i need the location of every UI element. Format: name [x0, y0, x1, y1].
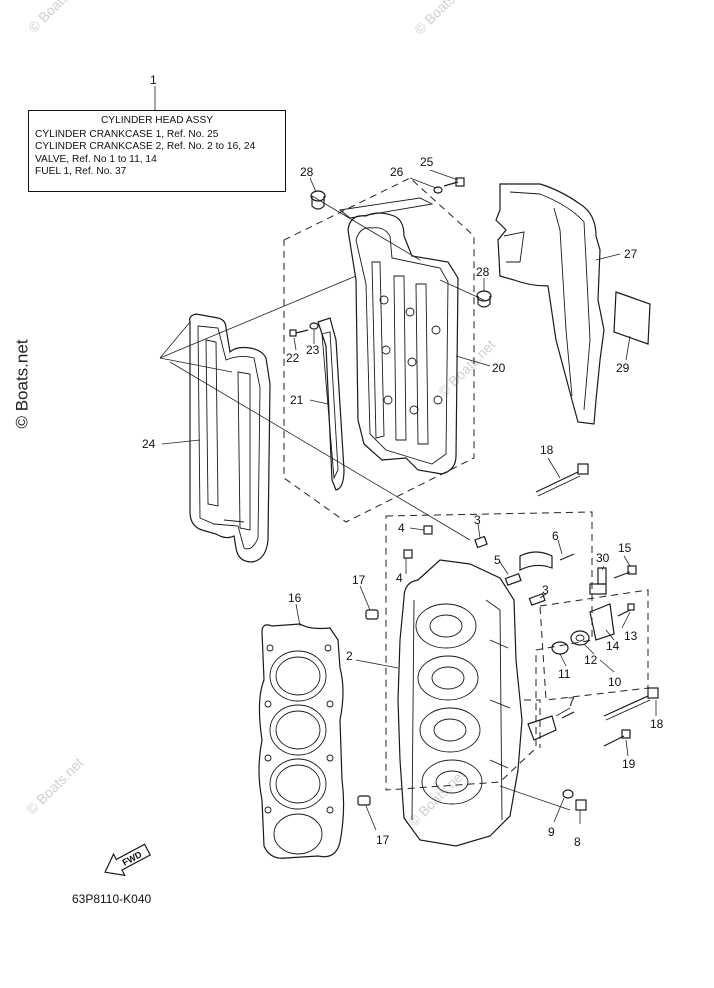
head-cover-group-outline — [283, 177, 475, 523]
part-16-head-gasket — [258, 623, 345, 859]
callout-29: 29 — [616, 361, 630, 375]
part-22-bolt — [289, 329, 309, 337]
thermostat-group-outline — [539, 589, 649, 701]
part-25-bolt — [443, 177, 465, 187]
callout-4-lower: 4 — [396, 571, 403, 585]
part-4-plug-b — [403, 549, 413, 559]
part-17-dowel-upper — [365, 609, 379, 620]
callout-23: 23 — [306, 343, 320, 357]
assembly-note-line: FUEL 1, Ref. No. 37 — [35, 166, 127, 178]
callout-24: 24 — [142, 437, 156, 451]
part-18-bolt-right — [603, 687, 659, 721]
assembly-note-line: CYLINDER CRANKCASE 2, Ref. No. 2 to 16, … — [35, 141, 256, 153]
catalog-number: 63P8110-K040 — [72, 892, 152, 906]
part-9-washer — [562, 789, 574, 799]
part-3-pin-b — [528, 593, 546, 606]
callout-20: 20 — [492, 361, 506, 375]
assembly-note-line: VALVE, Ref. No 1 to 11, 14 — [35, 153, 157, 165]
callout-18-right: 18 — [650, 717, 664, 731]
part-27-upper-cover — [495, 183, 605, 425]
part-26-washer — [433, 186, 443, 194]
part-19-bolt — [603, 729, 631, 747]
group7-outline — [524, 699, 541, 748]
callout-3-upper: 3 — [474, 513, 481, 527]
part-2-cylinder-head — [397, 559, 523, 847]
callout-numbers: 1 2 3 3 4 4 5 6 7 8 9 10 11 12 13 14 15 … — [142, 73, 664, 849]
watermark-side: © Boats.net — [12, 339, 32, 429]
callout-26: 26 — [390, 165, 404, 179]
part-30-sensor — [589, 567, 607, 595]
callout-13: 13 — [624, 629, 638, 643]
callout-22: 22 — [286, 351, 300, 365]
part-3-pin-a — [474, 535, 488, 549]
callout-21: 21 — [290, 393, 304, 407]
callout-11: 11 — [558, 667, 571, 681]
part-21-gasket-strip — [317, 317, 345, 491]
part-29-label-plate — [613, 291, 651, 345]
part-17-dowel-lower — [357, 795, 371, 806]
callout-7: 7 — [568, 695, 575, 709]
part-13-bolt — [617, 603, 635, 617]
callout-10: 10 — [608, 675, 622, 689]
part-7-bracket — [527, 711, 575, 741]
part-11-gasket — [551, 641, 569, 655]
callout-27: 27 — [624, 247, 638, 261]
callout-16: 16 — [288, 591, 302, 605]
callout-14: 14 — [606, 639, 620, 653]
callout-19: 19 — [622, 757, 636, 771]
callout-3-lower: 3 — [542, 583, 549, 597]
callout-12: 12 — [584, 653, 598, 667]
assembly-title: CYLINDER HEAD ASSY — [100, 115, 214, 126]
callout-18-upper: 18 — [540, 443, 554, 457]
part-20-head-cover — [338, 197, 459, 475]
part-12-thermostat — [570, 630, 590, 646]
alignment-lines — [159, 195, 571, 811]
part-6-cover — [519, 551, 575, 571]
callout-25: 25 — [420, 155, 434, 169]
callout-28-top: 28 — [300, 165, 314, 179]
part-23-washer — [309, 322, 319, 330]
part-24-cover-gasket — [189, 313, 271, 563]
callout-8: 8 — [574, 835, 581, 849]
assembly-label-box: CYLINDER HEAD ASSY CYLINDER CRANKCASE 1,… — [28, 110, 286, 192]
callout-30: 30 — [596, 551, 610, 565]
callout-17-upper: 17 — [352, 573, 366, 587]
callout-15: 15 — [618, 541, 632, 555]
callout-28-right: 28 — [476, 265, 490, 279]
callout-9: 9 — [548, 825, 555, 839]
callout-2: 2 — [346, 649, 353, 663]
cylinder-head-group-outline — [385, 511, 593, 791]
callout-leaders — [154, 86, 657, 831]
part-15-bolt — [613, 565, 637, 579]
callout-6: 6 — [552, 529, 559, 543]
callout-5: 5 — [494, 553, 501, 567]
part-28-plug-right — [476, 290, 492, 308]
part-5-pin — [504, 573, 522, 586]
fwd-arrow-icon: FWD — [104, 843, 152, 877]
part-18-bolt-top — [535, 463, 589, 497]
callout-4-upper: 4 — [398, 521, 405, 535]
part-28-plug-top — [310, 190, 326, 210]
assembly-note-line: CYLINDER CRANKCASE 1, Ref. No. 25 — [35, 128, 219, 140]
part-8-drain-plug — [575, 799, 587, 811]
part-14-thermostat-cover — [589, 603, 615, 641]
callout-1: 1 — [150, 73, 157, 87]
callout-17-lower: 17 — [376, 833, 390, 847]
part-4-plug-a — [423, 525, 433, 535]
